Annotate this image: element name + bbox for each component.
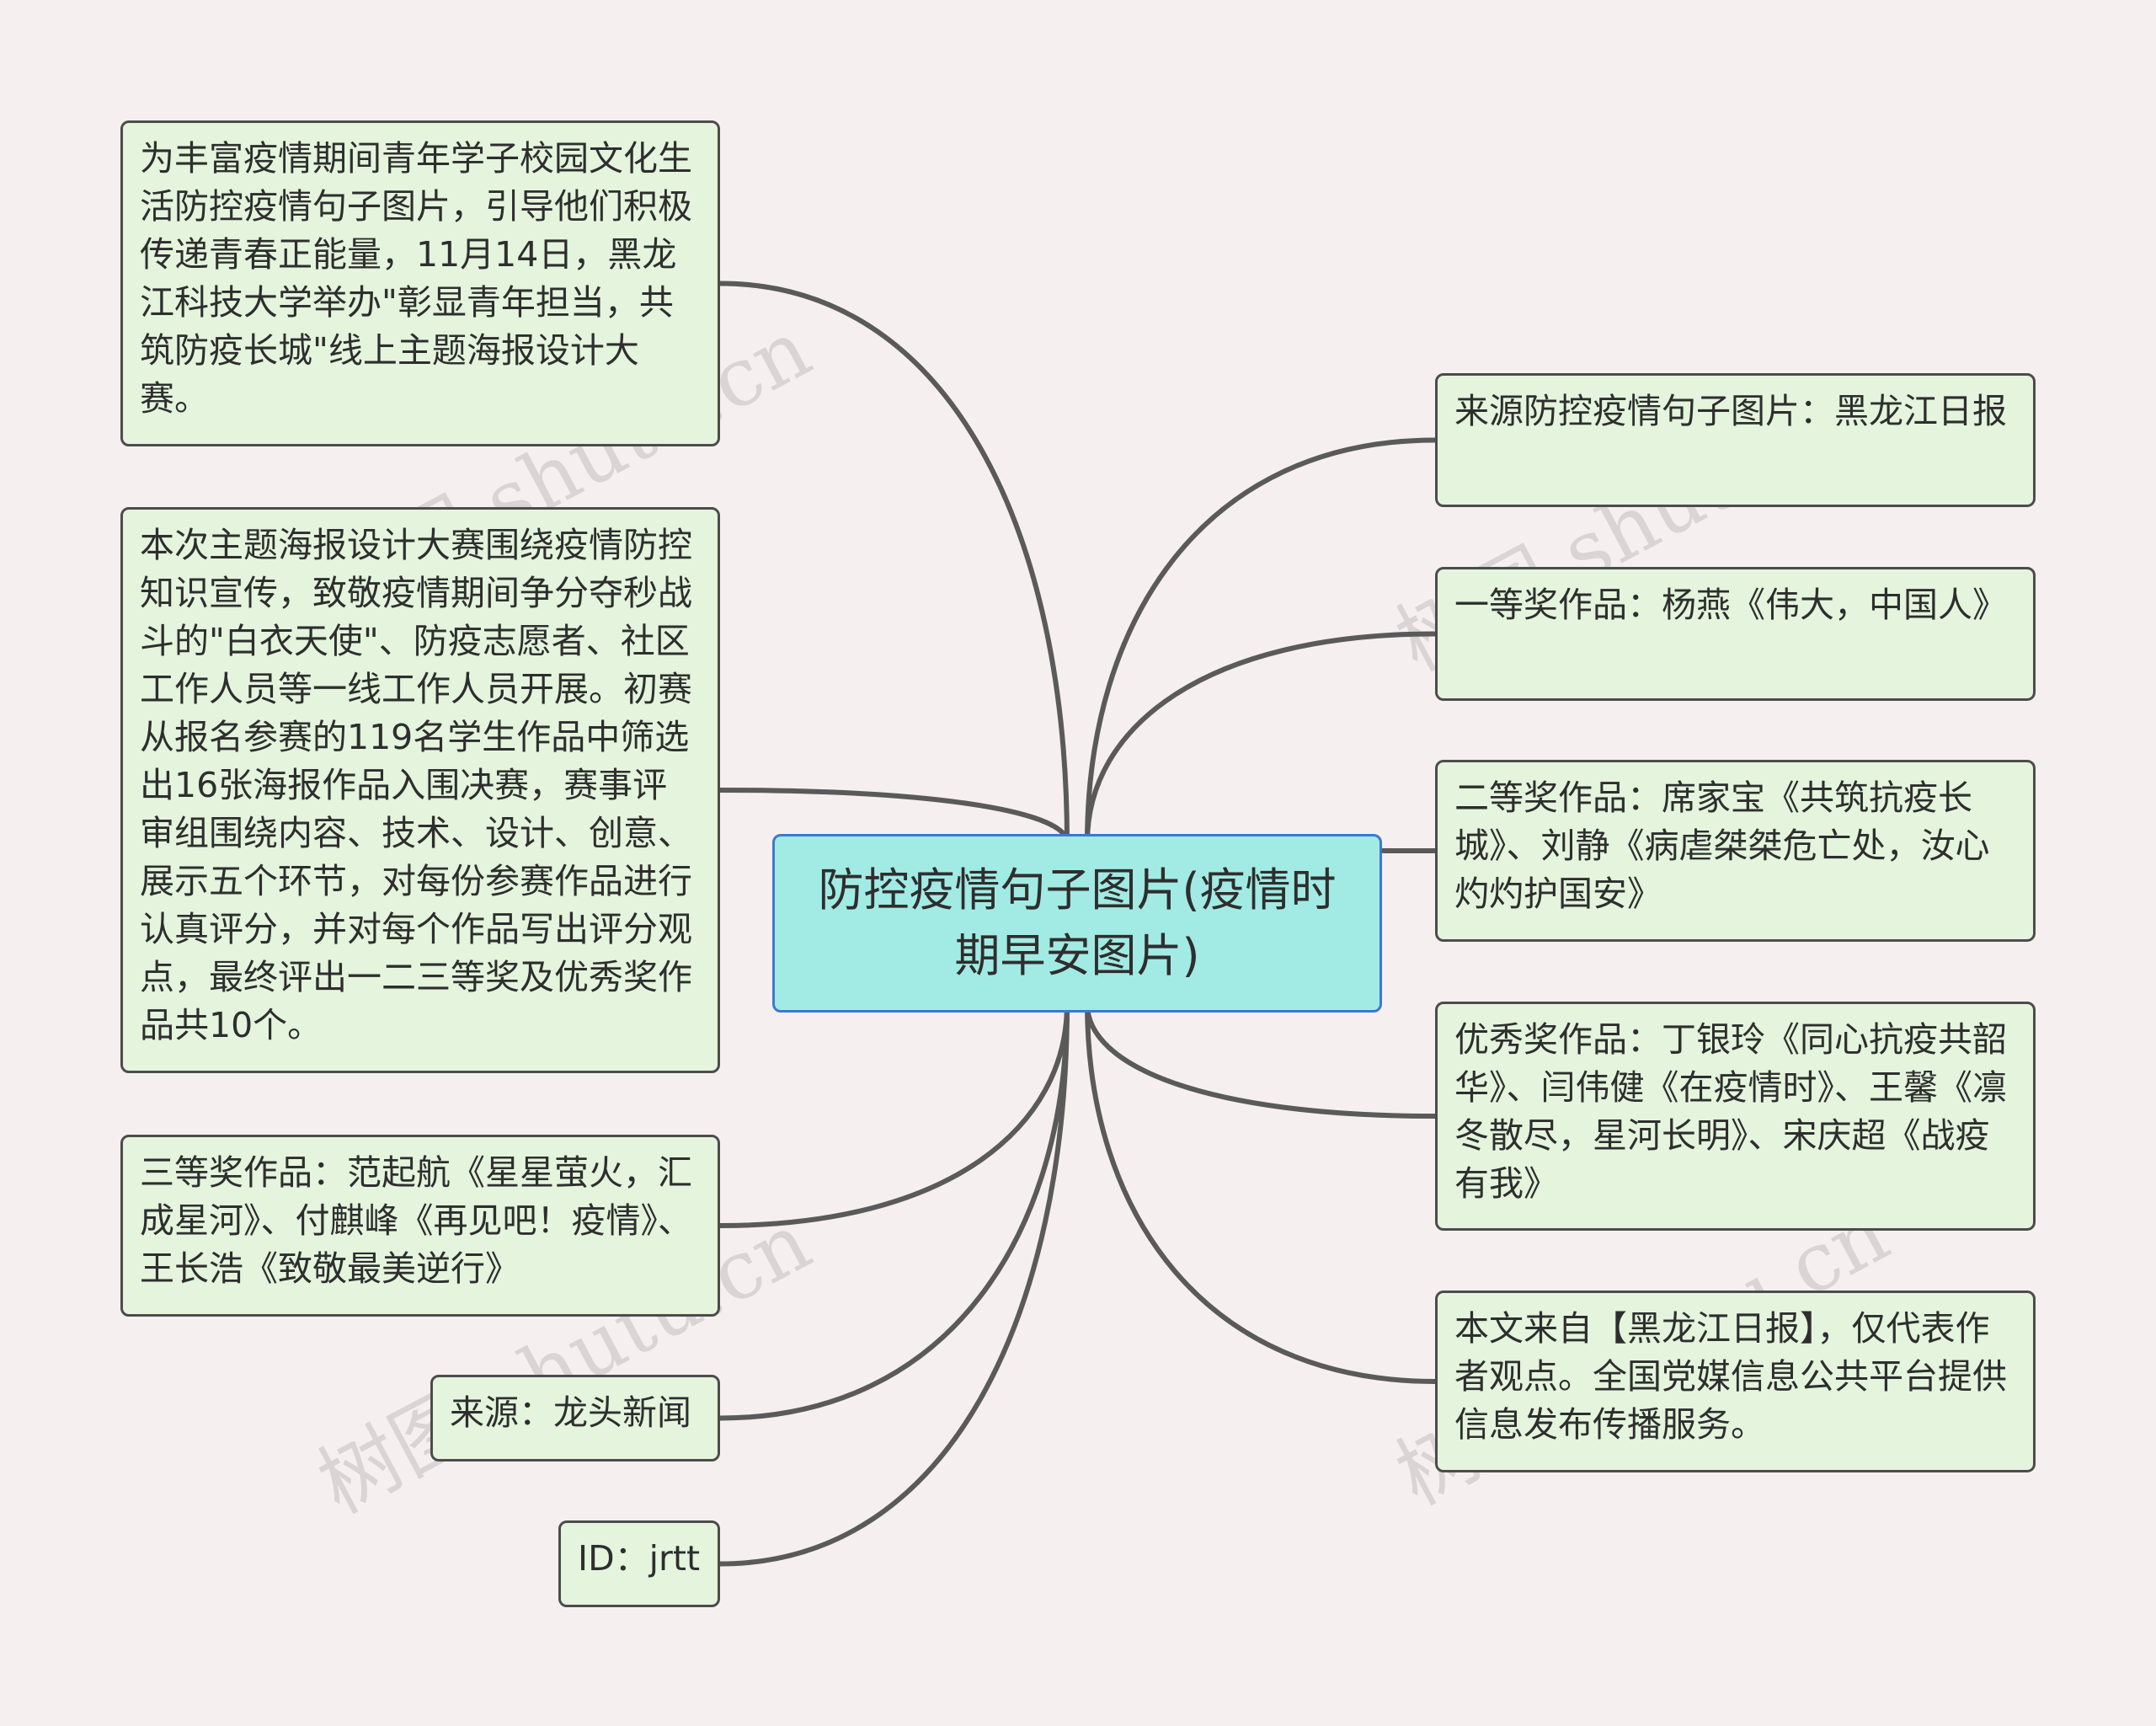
right-node-3[interactable]: 二等奖作品：席家宝《共筑抗疫长城》、刘静《病虐桀桀危亡处，汝心灼灼护国安》: [1435, 760, 2036, 942]
connector-right-1: [1085, 437, 1438, 845]
connector-right-5: [1085, 1002, 1438, 1384]
connector-left-2: [718, 788, 1070, 845]
center-topic[interactable]: 防控疫情句子图片(疫情时期早安图片): [772, 834, 1382, 1013]
connector-right-2: [1085, 631, 1438, 845]
left-node-1[interactable]: 为丰富疫情期间青年学子校园文化生活防控疫情句子图片，引导他们积极传递青春正能量，…: [120, 120, 720, 446]
connector-left-4: [718, 1002, 1070, 1421]
left-node-2[interactable]: 本次主题海报设计大赛围绕疫情防控知识宣传，致敬疫情期间争分夺秒战斗的"白衣天使"…: [120, 507, 720, 1073]
right-node-5[interactable]: 本文来自【黑龙江日报】，仅代表作者观点。全国党媒信息公共平台提供信息发布传播服务…: [1435, 1290, 2036, 1472]
right-node-4[interactable]: 优秀奖作品：丁银玲《同心抗疫共韶华》、闫伟健《在疫情时》、王馨《凛冬散尽，星河长…: [1435, 1002, 2036, 1231]
connector-left-1: [718, 281, 1070, 845]
connector-right-4: [1085, 1002, 1438, 1119]
right-node-2[interactable]: 一等奖作品：杨燕《伟大，中国人》: [1435, 567, 2036, 701]
connector-left-5: [718, 1002, 1070, 1567]
left-node-4[interactable]: 来源：龙头新闻: [430, 1375, 720, 1461]
left-node-3[interactable]: 三等奖作品：范起航《星星萤火，汇成星河》、付麒峰《再见吧！疫情》、王长浩《致敬最…: [120, 1135, 720, 1317]
right-node-1[interactable]: 来源防控疫情句子图片：黑龙江日报: [1435, 373, 2036, 507]
left-node-5[interactable]: ID：jrtt: [558, 1520, 720, 1607]
connector-left-3: [718, 1002, 1070, 1228]
